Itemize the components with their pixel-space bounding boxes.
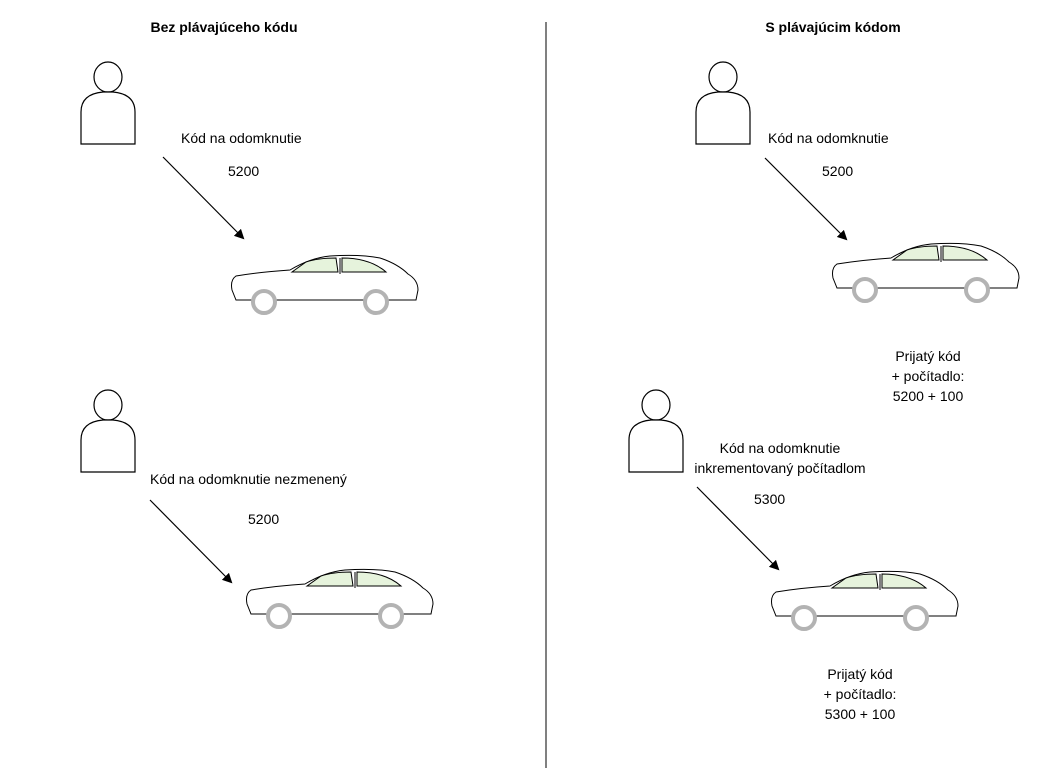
right-scenario1-code: 5200 [822,163,854,179]
arrow [162,156,245,240]
person-icon [80,61,136,145]
right-scenario1-message: Kód na odomknutie [768,130,889,146]
right-scenario2-message: Kód na odomknutie inkrementovaný počítad… [660,438,900,478]
person-icon [80,389,136,473]
right-scenario2-received: Prijatý kód + počítadlo: 5300 + 100 [780,664,940,724]
left-scenario2-code: 5200 [248,511,280,527]
received-line: Prijatý kód [827,666,893,682]
received-line: + počítadlo: [823,686,897,702]
arrow [696,486,780,571]
left-panel-title: Bez plávajúceho kódu [150,19,298,35]
received-line: + počítadlo: [891,368,965,384]
car-icon [830,241,1021,303]
right-scenario1-received: Prijatý kód + počítadlo: 5200 + 100 [848,346,1008,406]
right-scenario2-code: 5300 [754,491,786,507]
car-icon [769,569,960,631]
message-line: inkrementovaný počítadlom [694,460,866,476]
car-icon [229,253,420,315]
message-line: Kód na odomknutie [719,440,841,456]
right-panel-title: S plávajúcim kódom [765,19,901,35]
received-line: Prijatý kód [895,348,961,364]
received-line: 5200 + 100 [892,388,964,404]
received-line: 5300 + 100 [824,706,896,722]
left-scenario1-code: 5200 [228,163,260,179]
left-scenario2-message: Kód na odomknutie nezmenený [150,471,347,487]
arrow [764,157,848,241]
car-icon [244,567,435,629]
left-scenario1-message: Kód na odomknutie [181,130,302,146]
person-icon [695,61,751,145]
arrow [149,499,233,584]
